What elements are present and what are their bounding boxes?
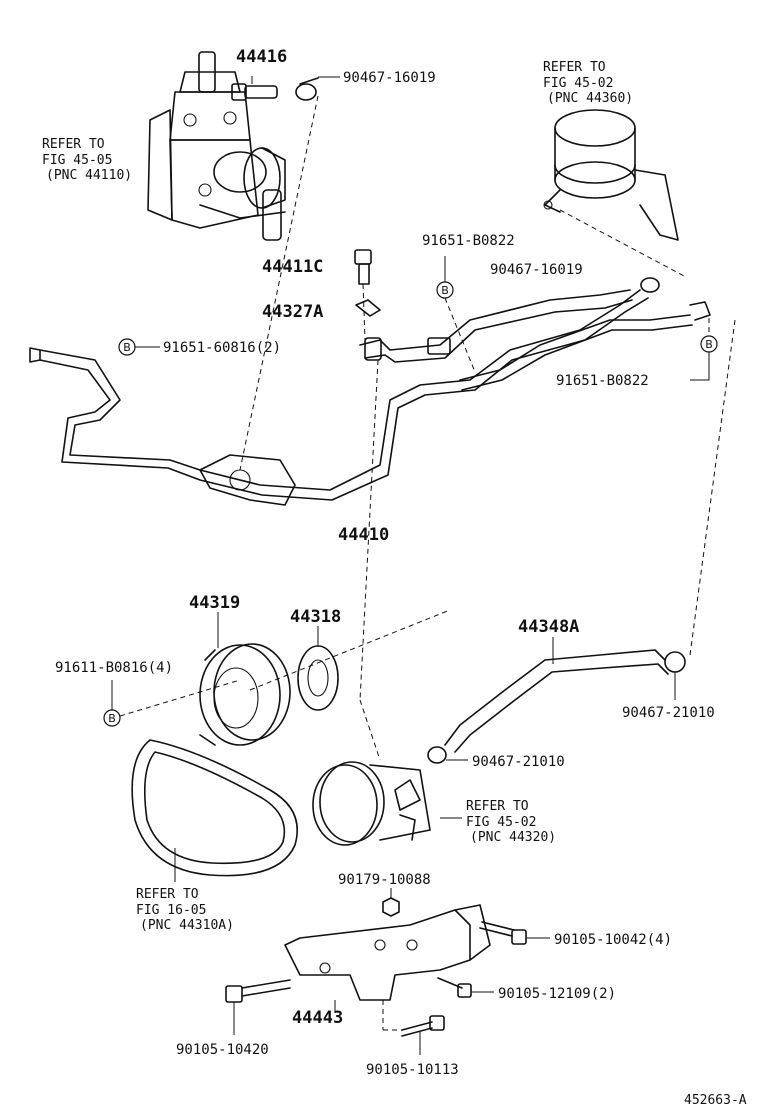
- label-91651-60816: 91651-60816(2): [163, 340, 281, 356]
- bolt-90105-12109: [437, 977, 472, 998]
- marker-b-pulley: B: [103, 709, 121, 727]
- reservoir-illustration: [543, 109, 679, 241]
- ref-gear-line3: (PNC 44110): [46, 168, 132, 183]
- clamp-90467-21010-mid: [427, 746, 447, 764]
- clamp-90467-21010-right: [664, 651, 686, 673]
- svg-text:B: B: [123, 341, 131, 354]
- ref-belt-line1: REFER TO: [136, 887, 199, 902]
- label-90467-16019-right: 90467-16019: [490, 262, 583, 278]
- nut-90179-10088: [382, 897, 400, 917]
- label-90179-10088: 90179-10088: [338, 872, 431, 888]
- ref-reservoir-line2: FIG 45-02: [543, 76, 613, 91]
- label-44348a: 44348A: [518, 617, 579, 637]
- ref-pump-line2: FIG 45-02: [466, 815, 536, 830]
- marker-b-right: B: [700, 335, 718, 353]
- bolt-90105-10420: [225, 979, 291, 1003]
- ref-reservoir-line3: (PNC 44360): [547, 91, 633, 106]
- label-90467-21010-right: 90467-21010: [622, 705, 715, 721]
- ref-pump-line3: (PNC 44320): [470, 830, 556, 845]
- union-fitting-44416: [231, 76, 278, 101]
- label-44327a: 44327A: [262, 302, 323, 322]
- ref-pump-line1: REFER TO: [466, 799, 529, 814]
- ref-gear-line2: FIG 45-05: [42, 153, 112, 168]
- label-44411c: 44411C: [262, 257, 323, 277]
- marker-b-top: B: [436, 281, 454, 299]
- pulley-44319: [199, 643, 291, 746]
- label-44410: 44410: [338, 525, 389, 545]
- bolt-90105-10113: [401, 1015, 445, 1037]
- pressure-tube-assembly-44410: [29, 289, 711, 506]
- ref-belt-line2: FIG 16-05: [136, 903, 206, 918]
- label-90105-12109: 90105-12109(2): [498, 986, 616, 1002]
- ref-belt-line3: (PNC 44310A): [140, 918, 234, 933]
- svg-text:B: B: [441, 284, 449, 297]
- marker-b-left: B: [118, 338, 136, 356]
- gasket-44327a: [355, 299, 381, 317]
- label-90105-10420: 90105-10420: [176, 1042, 269, 1058]
- ref-gear-line1: REFER TO: [42, 137, 105, 152]
- bracket-44443: [284, 904, 491, 1001]
- label-90105-10042: 90105-10042(4): [554, 932, 672, 948]
- clamp-90467-16019-top: [295, 77, 319, 101]
- union-bolt-44411c: [354, 249, 372, 341]
- svg-text:B: B: [705, 338, 713, 351]
- drive-belt: [131, 739, 299, 877]
- label-90105-10113: 90105-10113: [366, 1062, 459, 1078]
- label-44443: 44443: [292, 1008, 343, 1028]
- label-91651-b0822-top: 91651-B0822: [422, 233, 515, 249]
- label-44416: 44416: [236, 47, 287, 67]
- steering-gear-illustration: [147, 51, 286, 241]
- ref-reservoir-line1: REFER TO: [543, 60, 606, 75]
- label-90467-16019-top: 90467-16019: [343, 70, 436, 86]
- label-90467-21010-mid: 90467-21010: [472, 754, 565, 770]
- power-steering-pump: [312, 761, 431, 846]
- return-hose-44348a: [444, 649, 669, 753]
- svg-text:B: B: [108, 712, 116, 725]
- clamp-90467-16019-right: [640, 277, 660, 293]
- diagram-id: 452663-A: [684, 1093, 747, 1108]
- label-91651-b0822-right: 91651-B0822: [556, 373, 649, 389]
- bolt-90105-10042: [479, 921, 527, 945]
- plate-44318: [297, 645, 339, 711]
- label-44318: 44318: [290, 607, 341, 627]
- label-44319: 44319: [189, 593, 240, 613]
- label-91611-b0816: 91611-B0816(4): [55, 660, 173, 676]
